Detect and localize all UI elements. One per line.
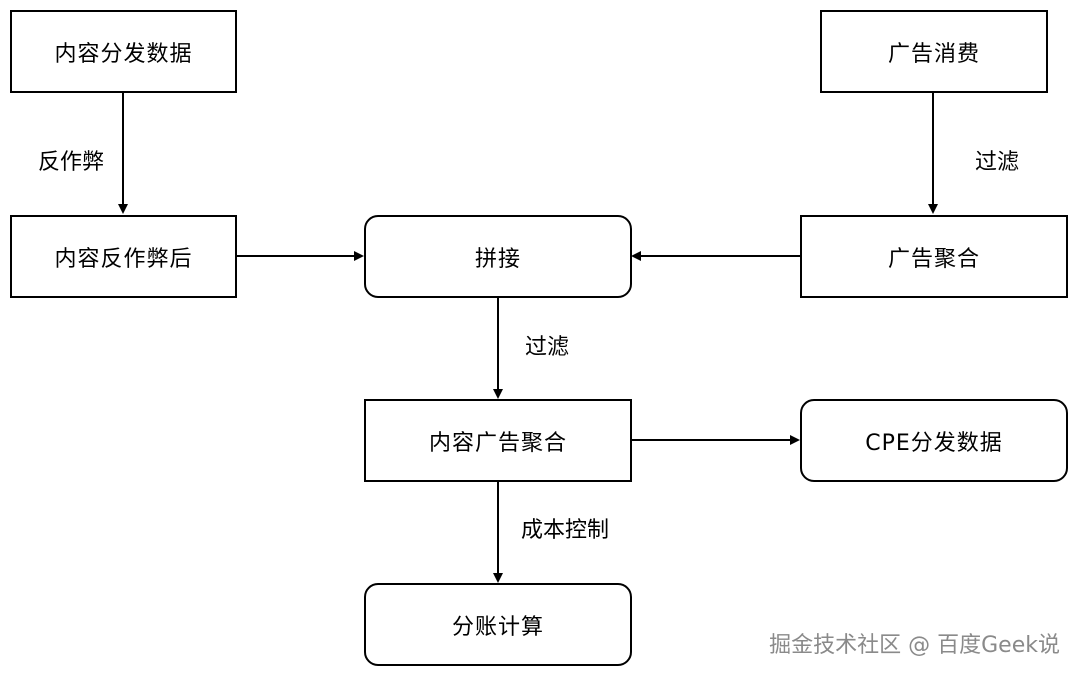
- watermark: 掘金技术社区 @ 百度Geek说: [769, 633, 1060, 658]
- edge-label-filter-right: 过滤: [973, 150, 1022, 175]
- node-content-dist-label: 内容分发数据: [54, 41, 193, 67]
- node-ad-agg-label: 广告聚合: [887, 246, 980, 272]
- edge-label-cost-control: 成本控制: [519, 518, 612, 543]
- node-ad-spend: 广告消费: [820, 10, 1048, 93]
- edge-label-filter-center: 过滤: [523, 335, 572, 360]
- node-content-ad-agg: 内容广告聚合: [364, 399, 632, 482]
- node-splice-label: 拼接: [474, 246, 521, 272]
- node-content-anticheat-label: 内容反作弊后: [54, 246, 193, 272]
- node-split-calc: 分账计算: [364, 583, 632, 666]
- node-split-calc-label: 分账计算: [451, 614, 544, 640]
- node-cpe-dist: CPE分发数据: [800, 399, 1068, 482]
- node-content-dist: 内容分发数据: [10, 10, 237, 93]
- node-splice: 拼接: [364, 215, 632, 298]
- node-content-ad-agg-label: 内容广告聚合: [428, 430, 567, 456]
- node-cpe-dist-label: CPE分发数据: [865, 430, 1003, 456]
- edge-label-anticheat: 反作弊: [36, 150, 107, 175]
- node-ad-agg: 广告聚合: [800, 215, 1068, 298]
- node-ad-spend-label: 广告消费: [887, 41, 980, 67]
- node-content-anticheat: 内容反作弊后: [10, 215, 237, 298]
